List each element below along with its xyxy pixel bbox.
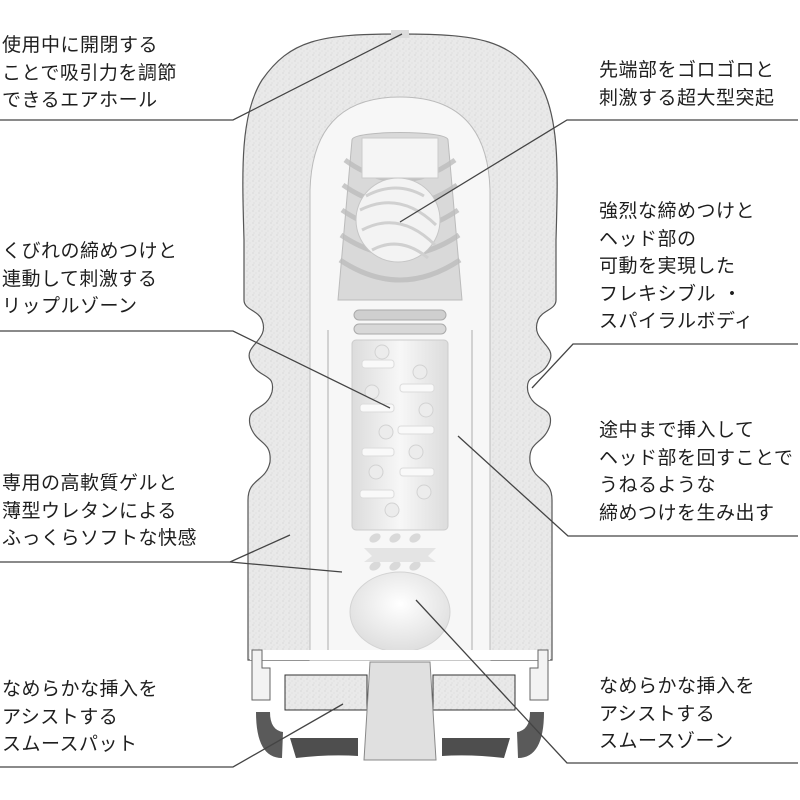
leader-ripple-zone — [0, 330, 391, 409]
callout-line: なめらかな挿入を — [599, 675, 756, 697]
leader-lines — [0, 33, 798, 768]
callout-line: 刺激する超大型突起 — [599, 86, 775, 109]
callout-line: 先端部をゴロゴロと — [599, 59, 775, 81]
callout-tip-bump: 先端部をゴロゴロと 刺激する超大型突起 — [599, 57, 775, 112]
callout-line: できるエアホール — [2, 89, 158, 111]
callout-line: アシストする — [2, 705, 119, 728]
callout-line: 締めつけを生み出す — [599, 501, 775, 524]
callout-line: リップルゾーン — [2, 295, 138, 317]
callout-line: ふっくらソフトな快感 — [2, 527, 198, 549]
spiral-body — [351, 339, 449, 571]
callout-line: くびれの締めつけと — [2, 240, 178, 262]
callout-line: なめらかな挿入を — [2, 678, 159, 700]
leader-smooth-zone — [415, 599, 798, 764]
callout-soft-gel: 専用の高軟質ゲルと 薄型ウレタンによる ふっくらソフトな快感 — [2, 470, 197, 553]
leader-tip-bump — [399, 119, 798, 223]
callout-line: 途中まで挿入して — [599, 419, 755, 441]
leader-soft-gel-b — [229, 561, 343, 573]
callout-line: 使用中に開閉する — [2, 34, 159, 56]
callout-line: うねるような — [599, 474, 717, 496]
callout-line: 強烈な締めつけと — [599, 200, 756, 222]
leader-twist-head — [457, 435, 798, 537]
leader-air-hole — [0, 33, 403, 121]
leader-smooth-pad — [0, 703, 344, 768]
ripple-zone — [353, 309, 447, 335]
callout-line: 可動を実現した — [599, 255, 736, 277]
twisted-bump — [355, 177, 441, 263]
callout-air-hole: 使用中に開閉する ことで吸引力を調節 できるエアホール — [2, 32, 177, 115]
callout-ripple-zone: くびれの締めつけと 連動して刺激する リップルゾーン — [2, 238, 178, 321]
base-cap — [250, 649, 550, 761]
callout-line: 専用の高軟質ゲルと — [2, 472, 178, 494]
callout-line: スムースパット — [2, 733, 138, 755]
callout-spiral-body: 強烈な締めつけと ヘッド部の 可動を実現した フレキシブル ・ スパイラルボディ — [599, 198, 755, 336]
callout-twist-head: 途中まで挿入して ヘッド部を回すことで うねるような 締めつけを生み出す — [599, 417, 793, 527]
callout-line: フレキシブル ・ — [599, 282, 743, 305]
leader-spiral-body — [531, 343, 798, 389]
callout-line: スムースゾーン — [599, 730, 734, 752]
callout-smooth-pad: なめらかな挿入を アシストする スムースパット — [2, 676, 158, 759]
callout-line: 連動して刺激する — [2, 267, 158, 290]
callout-smooth-zone: なめらかな挿入を アシストする スムースゾーン — [599, 673, 755, 756]
callout-line: ヘッド部の — [599, 227, 697, 250]
head-chamber — [337, 132, 463, 301]
smooth-zone-bulb — [349, 571, 451, 653]
callout-line: ことで吸引力を調節 — [2, 61, 177, 84]
callout-line: ヘッド部を回すことで — [599, 446, 794, 469]
callout-line: スパイラルボディ — [599, 310, 754, 332]
callout-line: アシストする — [599, 702, 716, 725]
callout-line: 薄型ウレタンによる — [2, 499, 177, 522]
